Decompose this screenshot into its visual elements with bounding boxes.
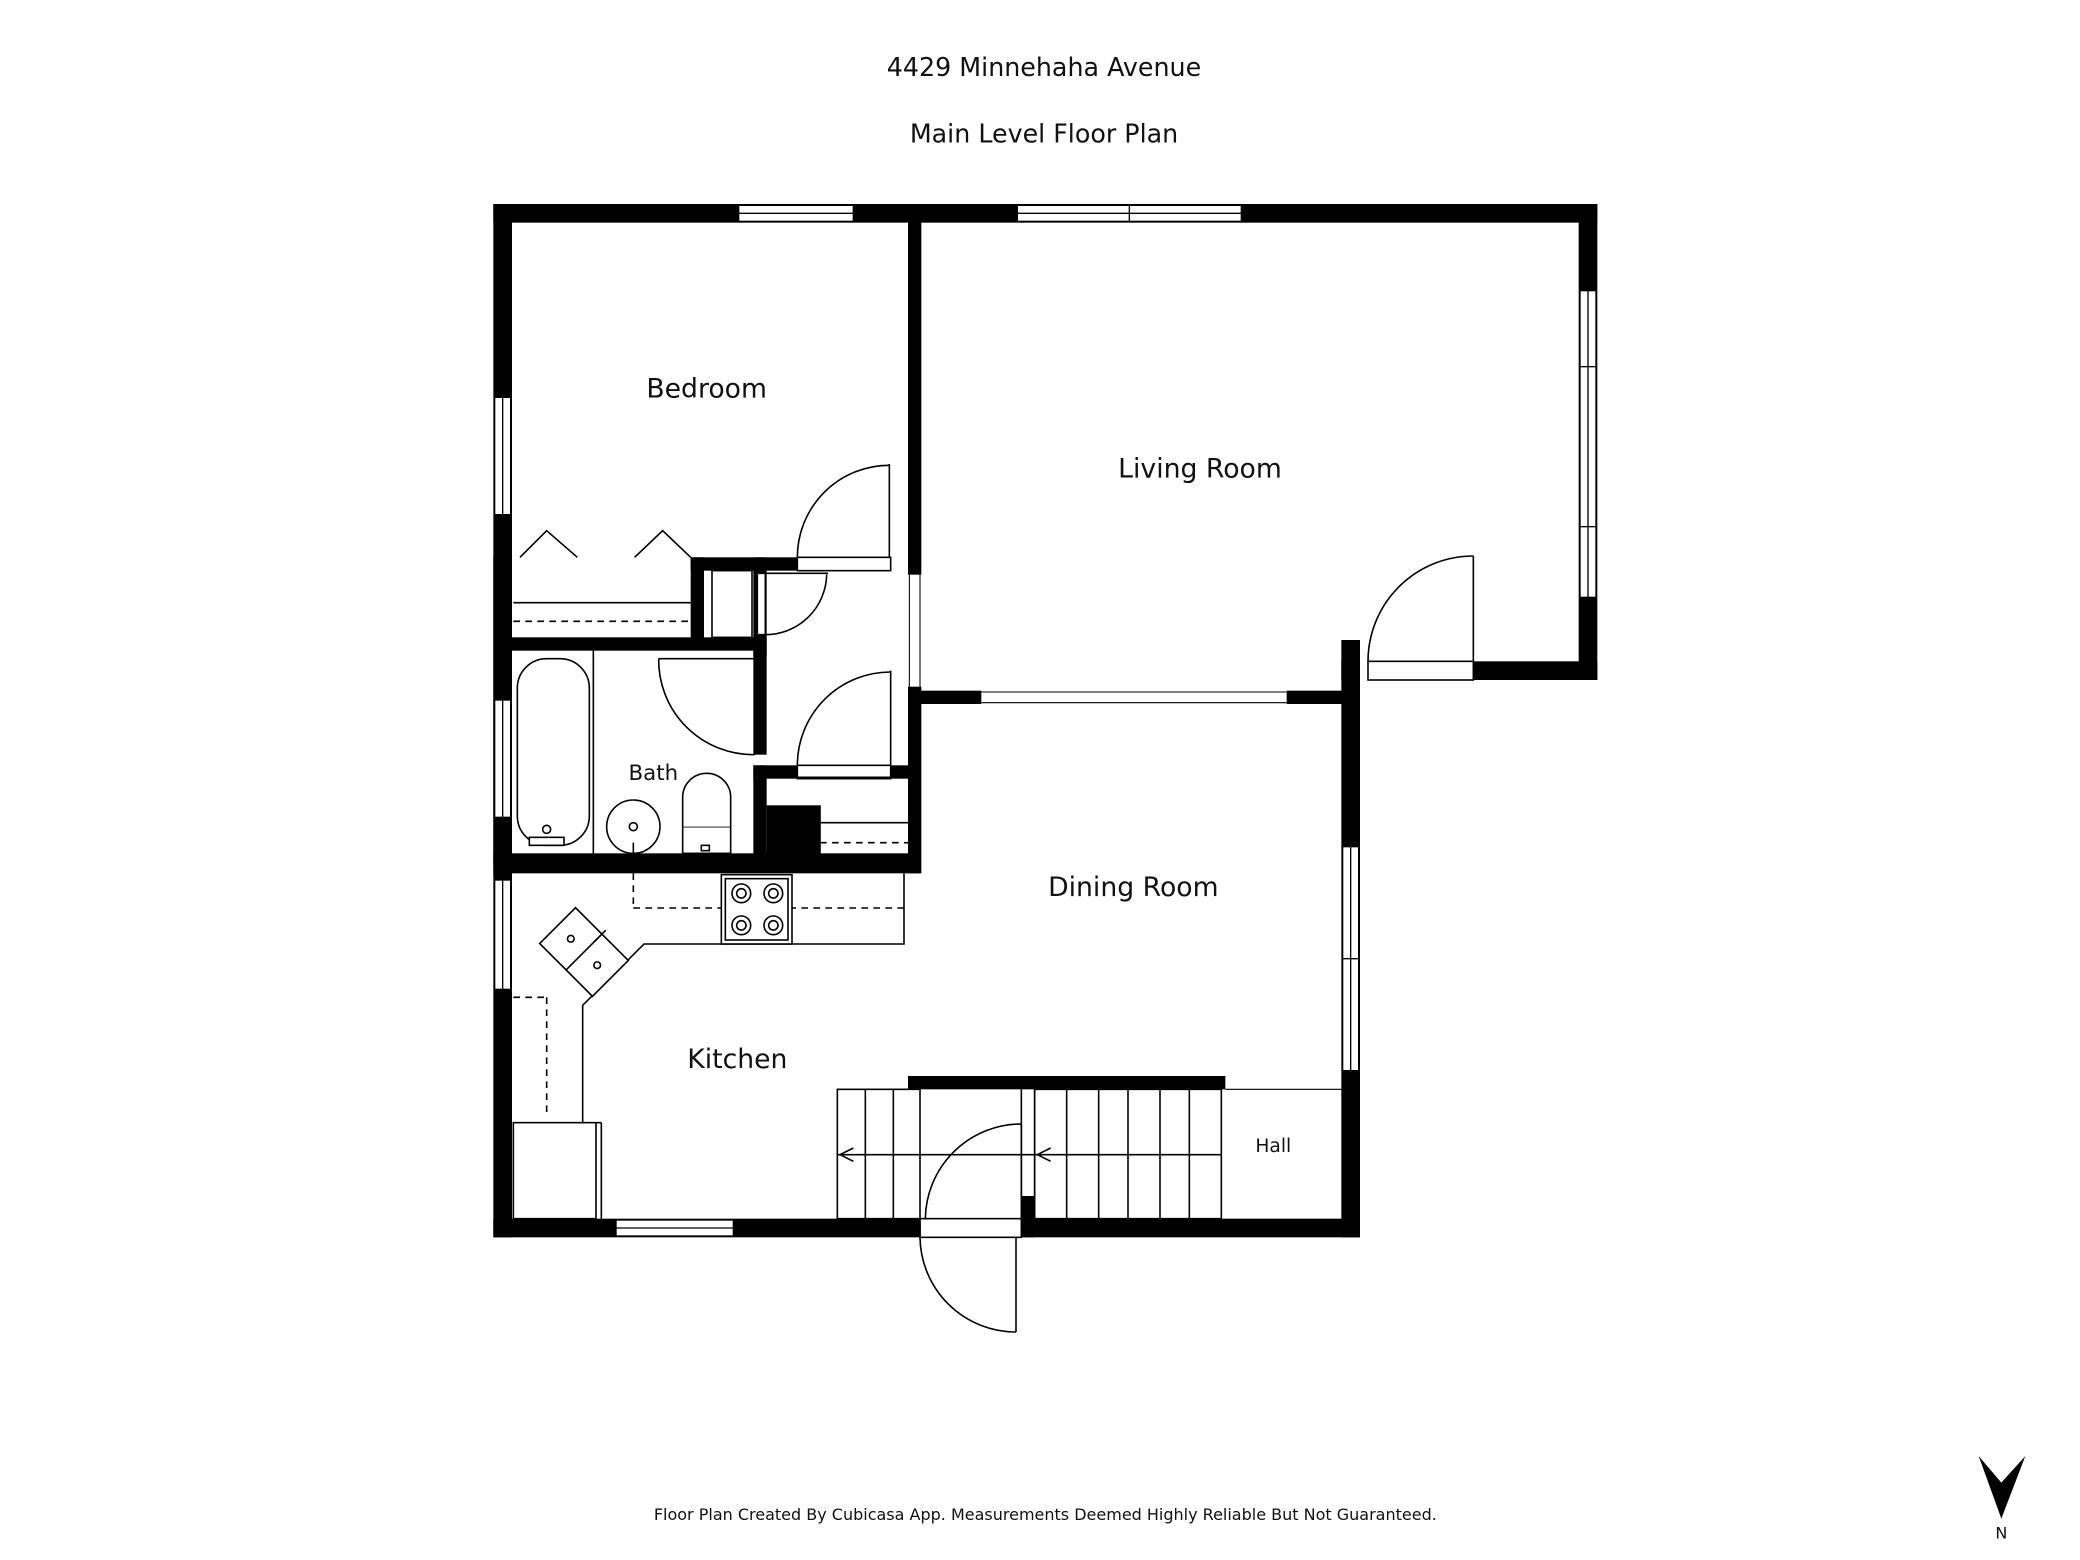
footer-disclaimer: Floor Plan Created By Cubicasa App. Meas… xyxy=(654,1505,1437,1524)
room-label-dining-room: Dining Room xyxy=(1048,872,1218,903)
interior-walls xyxy=(493,204,1360,1238)
room-label-kitchen: Kitchen xyxy=(687,1044,787,1075)
windows xyxy=(493,204,1597,1237)
kitchen-fixtures xyxy=(512,873,905,1220)
bath-fixtures xyxy=(516,650,732,855)
doors xyxy=(657,464,1475,1333)
compass-label: N xyxy=(1995,1524,2007,1543)
bedroom-closet xyxy=(513,529,753,639)
hall-closet xyxy=(766,776,914,854)
stairs xyxy=(836,1088,1223,1220)
room-label-bath: Bath xyxy=(629,761,679,786)
openings xyxy=(908,574,1342,1090)
room-label-hall: Hall xyxy=(1255,1136,1291,1157)
address-title: 4429 Minnehaha Avenue xyxy=(887,52,1201,82)
room-label-bedroom: Bedroom xyxy=(646,373,767,404)
north-arrow-icon xyxy=(1978,1456,2026,1519)
plan-subtitle: Main Level Floor Plan xyxy=(910,119,1178,149)
room-label-living-room: Living Room xyxy=(1118,453,1282,484)
